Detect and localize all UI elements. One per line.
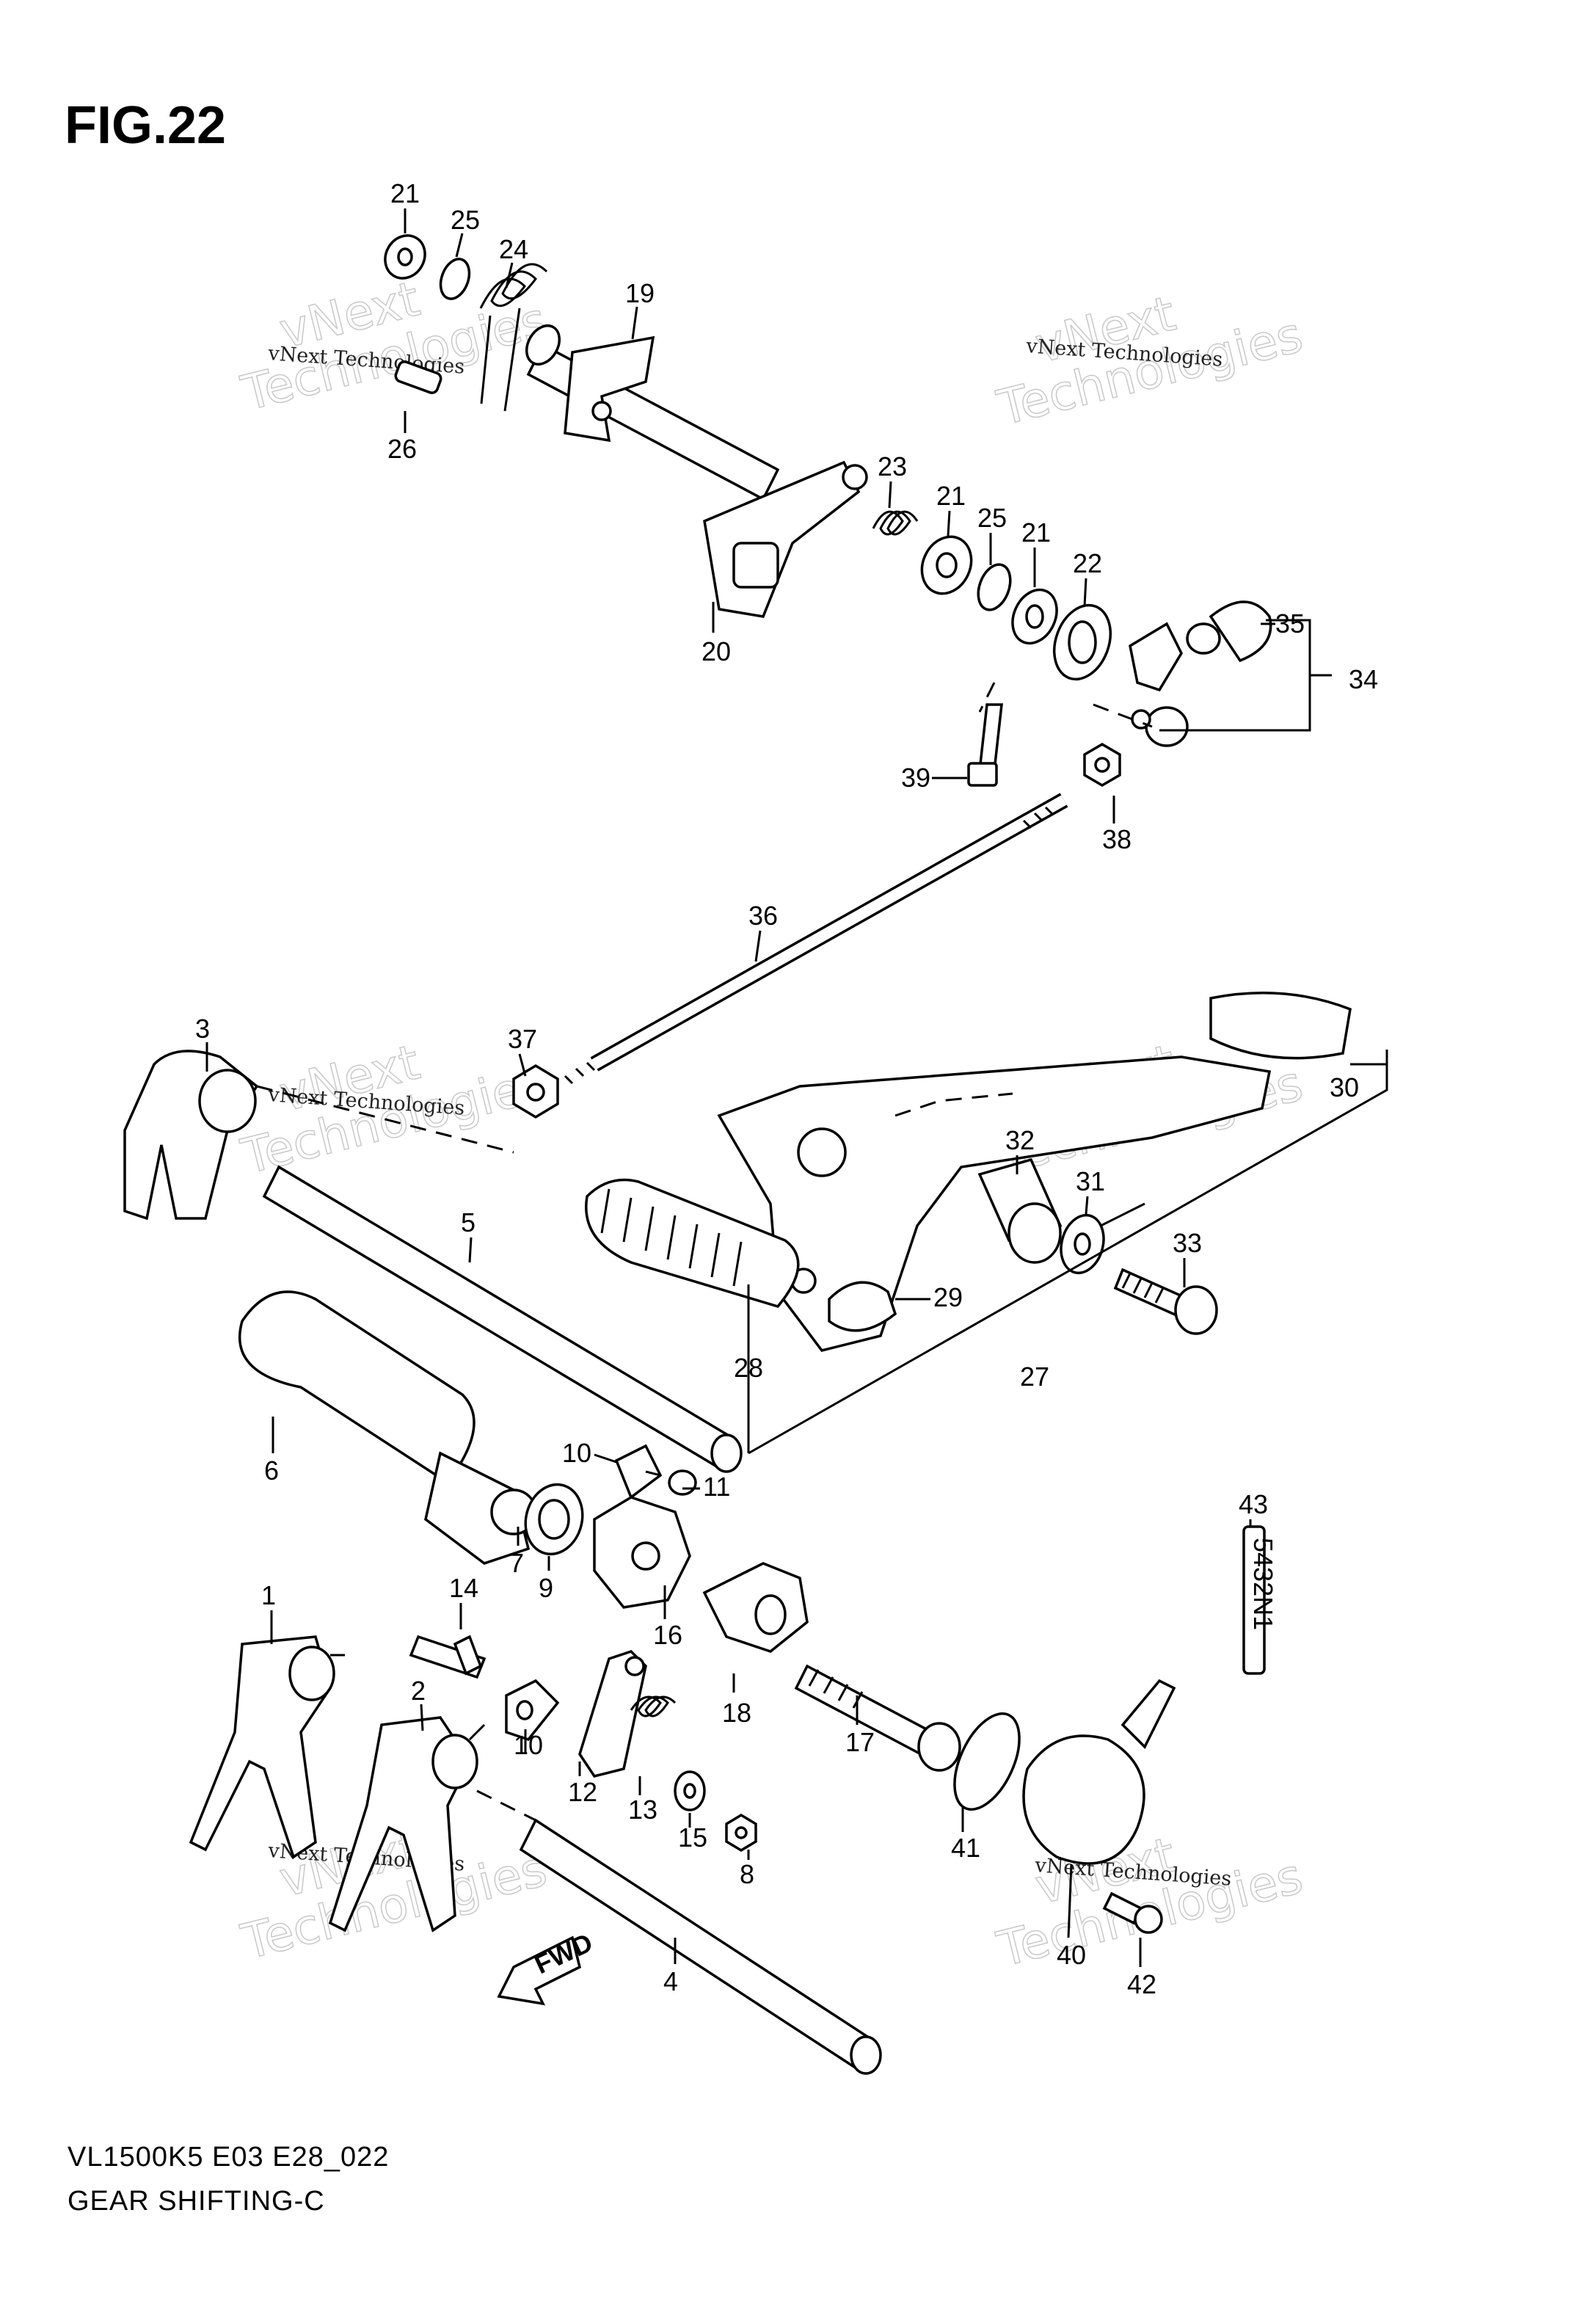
footpeg-28 xyxy=(585,1178,800,1309)
ref-label: 33 xyxy=(1173,1228,1202,1258)
gearshift-shaft-19 xyxy=(525,324,780,501)
rod-end-assembly-34 xyxy=(1129,600,1272,747)
washer-15 xyxy=(674,1770,706,1811)
bush-32 xyxy=(977,1157,1063,1264)
leader-lines xyxy=(205,208,1275,1967)
bearing-9 xyxy=(524,1483,584,1556)
ref-label: 14 xyxy=(449,1573,478,1603)
ref-label: 30 xyxy=(1330,1072,1359,1102)
ref-label: 13 xyxy=(628,1795,657,1825)
spring-23 xyxy=(872,510,919,536)
ref-label: 41 xyxy=(951,1833,980,1863)
ref-label: 4 xyxy=(663,1966,678,1996)
stopper-plate-10-lower xyxy=(505,1679,560,1742)
ref-label: 21 xyxy=(1021,517,1051,548)
bolt-42 xyxy=(1102,1891,1163,1934)
gear-position-switch-40 xyxy=(1022,1679,1176,1865)
nut-37 xyxy=(512,1064,559,1119)
ref-label: 11 xyxy=(703,1472,730,1502)
bearing-22 xyxy=(1053,603,1112,681)
ref-label: 23 xyxy=(878,451,907,481)
ref-label: 17 xyxy=(845,1727,875,1757)
ref-label: 3 xyxy=(195,1014,210,1044)
ref-label: 43 xyxy=(1239,1489,1268,1519)
shift-fork-1 xyxy=(189,1635,345,1859)
part-reference-labels: 21 25 24 19 26 23 21 25 21 22 35 34 20 3… xyxy=(195,178,1378,1999)
ref-label: 19 xyxy=(625,278,655,308)
spring-24 xyxy=(479,263,548,412)
gearshift-arm-12 xyxy=(578,1649,647,1778)
cam-stopper-18 xyxy=(702,1562,809,1653)
ref-label: 39 xyxy=(901,763,930,793)
ref-label: 38 xyxy=(1102,824,1132,854)
ref-label: 22 xyxy=(1073,548,1102,578)
ref-label: 5 xyxy=(461,1207,475,1237)
ref-label: 7 xyxy=(509,1548,524,1578)
washer-31 xyxy=(1060,1213,1105,1275)
ref-label: 29 xyxy=(933,1282,963,1312)
ref-label: 35 xyxy=(1275,608,1305,639)
ref-label: 12 xyxy=(568,1777,597,1807)
washer-21-top xyxy=(384,234,426,280)
ref-label: 40 xyxy=(1057,1940,1086,1970)
ref-label: 16 xyxy=(653,1620,682,1650)
circlip-25-top xyxy=(439,258,471,300)
model-code: VL1500K5 E03 E28_022 xyxy=(68,2142,390,2173)
bolt-33 xyxy=(1113,1268,1218,1335)
gearshift-cam-driven-gear-16 xyxy=(593,1496,691,1609)
ref-label: 26 xyxy=(387,434,417,464)
ref-label: 2 xyxy=(411,1676,426,1706)
pin-26 xyxy=(394,360,442,394)
shift-fork-shaft-5 xyxy=(262,1165,743,1473)
ref-label: 21 xyxy=(936,481,966,511)
ref-label: 9 xyxy=(539,1573,553,1603)
gearshift-lever-27 xyxy=(717,1055,1272,1352)
bolt-39 xyxy=(967,703,1003,787)
nut-8 xyxy=(725,1813,757,1853)
ref-label: 25 xyxy=(451,205,480,235)
pedal-rubber-30 xyxy=(1209,991,1352,1060)
ref-label: 21 xyxy=(390,178,420,208)
ref-label: 27 xyxy=(1020,1362,1049,1392)
circlip-25-mid xyxy=(977,563,1012,611)
rubber-cap-29 xyxy=(828,1281,897,1332)
shift-fork-shaft-4 xyxy=(519,1818,882,2075)
set-box-label: 5432N1 xyxy=(1248,1538,1278,1630)
o-ring-41 xyxy=(953,1712,1021,1811)
ref-label: 10 xyxy=(562,1438,591,1468)
ref-label: 25 xyxy=(977,503,1007,533)
shift-fork-3 xyxy=(123,1050,259,1221)
spring-13 xyxy=(630,1695,677,1717)
ref-label: 18 xyxy=(722,1698,751,1728)
ref-label: 15 xyxy=(678,1822,707,1853)
shift-arm-20 xyxy=(703,460,868,618)
bolt-17 xyxy=(794,1664,961,1772)
shift-fork-2 xyxy=(328,1716,486,1933)
washer-21-lower xyxy=(1011,588,1058,645)
ref-label: 37 xyxy=(508,1024,537,1054)
ref-label: 8 xyxy=(740,1859,754,1889)
figure-title: FIG.22 xyxy=(65,96,227,155)
ref-label: 36 xyxy=(748,901,778,931)
fwd-arrow: FWD xyxy=(497,1927,597,2006)
stud-14 xyxy=(409,1635,487,1679)
ref-label: 31 xyxy=(1076,1166,1105,1196)
ref-label: 10 xyxy=(514,1730,543,1760)
washer-21-mid xyxy=(920,535,973,595)
ref-label: 1 xyxy=(261,1580,276,1610)
ref-label: 28 xyxy=(734,1353,763,1383)
screw-11 xyxy=(645,1469,697,1496)
stopper-plate-10-upper xyxy=(614,1444,663,1499)
nut-38 xyxy=(1083,742,1121,788)
ref-label: 34 xyxy=(1349,664,1378,694)
ref-label: 20 xyxy=(702,636,731,666)
gearshift-link-rod-36 xyxy=(564,793,1068,1085)
assembly-name: GEAR SHIFTING-C xyxy=(68,2186,325,2217)
ref-label: 42 xyxy=(1127,1969,1156,1999)
ref-label: 6 xyxy=(264,1455,279,1486)
ref-label: 24 xyxy=(499,234,528,264)
set-box-43: 5432N1 xyxy=(1242,1525,1278,1675)
ref-label: 32 xyxy=(1005,1125,1035,1155)
